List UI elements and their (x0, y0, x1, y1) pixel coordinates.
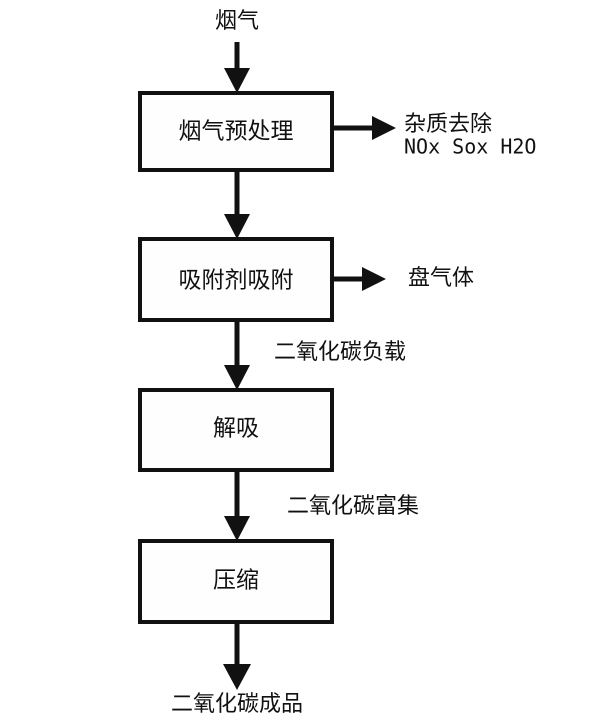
process-box-desorption[interactable]: 解吸 (138, 388, 334, 472)
arrow-pretreatment-to-adsorption (224, 170, 250, 239)
process-box-compression[interactable]: 压缩 (138, 539, 334, 624)
arrow-desorption-to-compression (224, 470, 250, 541)
outlet-label: 二氧化碳成品 (171, 692, 303, 717)
arrow-adsorption-to-desorption (224, 320, 250, 390)
flow-label-co2-loaded: 二氧化碳负载 (274, 340, 406, 365)
process-box-adsorption-label: 吸附剂吸附 (179, 268, 294, 294)
process-box-compression-label: 压缩 (213, 568, 259, 594)
process-box-pretreatment[interactable]: 烟气预处理 (138, 91, 334, 172)
flow-label-co2-enriched: 二氧化碳富集 (287, 494, 419, 519)
arrow-adsorption-to-lean-gas (332, 267, 386, 291)
arrow-compression-to-outlet (223, 622, 251, 690)
process-box-pretreatment-label: 烟气预处理 (179, 119, 294, 145)
side-label-lean-gas: 盘气体 (408, 266, 474, 291)
process-box-adsorption[interactable]: 吸附剂吸附 (138, 237, 334, 322)
arrow-inlet-to-pretreatment (224, 42, 250, 93)
side-label-impurity-removal-line2: NOx Sox H2O (404, 135, 536, 159)
side-label-impurity-removal-line1: 杂质去除 (404, 112, 492, 137)
process-box-desorption-label: 解吸 (213, 416, 259, 442)
inlet-label: 烟气 (215, 9, 259, 34)
arrow-pretreatment-to-impurity-removal (332, 116, 396, 140)
